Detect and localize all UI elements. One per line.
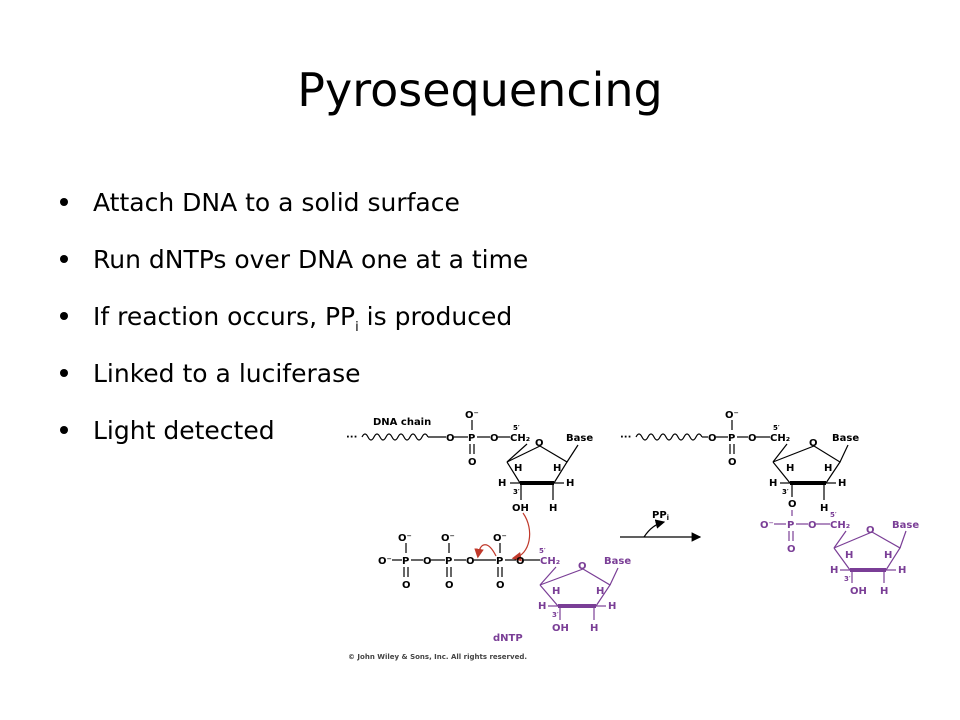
atom-label: O⁻	[465, 410, 479, 421]
dna-chain-left: ··· DNA chain O P O⁻ O O 5′ CH₂ O Base H…	[346, 410, 593, 514]
three-prime-label: 3′	[844, 575, 851, 583]
atom-label: H	[566, 478, 574, 489]
dna-chain-right: ··· O P O⁻ O O 5′ CH₂ O Base H H H H 3′ …	[620, 410, 919, 597]
atom-label: H	[838, 478, 846, 489]
ellipsis-label: ···	[346, 432, 357, 443]
atom-label: CH₂	[510, 433, 530, 444]
atom-label: O	[748, 433, 757, 444]
bullet-item: If reaction occurs, PPi is produced	[60, 288, 528, 345]
atom-label: H	[769, 478, 777, 489]
five-prime-label: 5′	[773, 424, 780, 432]
three-prime-label: 3′	[513, 488, 520, 496]
ppi-release-arrow	[643, 519, 666, 538]
ring-oxygen: O	[535, 438, 544, 449]
atom-label: O	[468, 457, 477, 468]
atom-label: O⁻	[725, 410, 739, 421]
atom-label: P	[445, 556, 452, 567]
atom-label: O⁻	[493, 533, 507, 544]
base-label: Base	[604, 556, 631, 567]
atom-label: O	[808, 520, 817, 531]
bullet-item: Linked to a luciferase	[60, 345, 528, 402]
bullet-item: Run dNTPs over DNA one at a time	[60, 231, 528, 288]
slide-title: Pyrosequencing	[297, 63, 663, 117]
ppi-label: PPi	[652, 510, 669, 522]
electron-shift-arrow	[474, 544, 497, 559]
atom-label: H	[845, 550, 853, 561]
atom-label: CH₂	[540, 556, 560, 567]
atom-label: H	[824, 463, 832, 474]
atom-label: P	[402, 556, 409, 567]
atom-label: CH₂	[770, 433, 790, 444]
reaction-arrow: PPi	[620, 510, 702, 542]
atom-label: P	[468, 433, 475, 444]
copyright-notice: © John Wiley & Sons, Inc. All rights res…	[348, 653, 527, 661]
atom-label: P	[787, 520, 794, 531]
bullet-item: Attach DNA to a solid surface	[60, 174, 528, 231]
dna-wavy-line	[361, 433, 429, 441]
three-prime-label: 3′	[552, 611, 559, 619]
atom-label: CH₂	[830, 520, 850, 531]
atom-label: H	[538, 601, 546, 612]
atom-label: H	[514, 463, 522, 474]
five-prime-label: 5′	[513, 424, 520, 432]
atom-label: O	[445, 580, 454, 591]
atom-label: O	[466, 556, 475, 567]
atom-label: H	[590, 623, 598, 634]
atom-label: O	[788, 499, 797, 510]
atom-label: O	[402, 580, 411, 591]
atom-label: H	[553, 463, 561, 474]
atom-label: O	[496, 580, 505, 591]
atom-label: O	[446, 433, 455, 444]
atom-label: O⁻	[760, 520, 774, 531]
atom-label: O	[490, 433, 499, 444]
atom-label: H	[820, 503, 828, 514]
hydroxyl-label: OH	[552, 623, 569, 634]
dna-chain-label: DNA chain	[373, 417, 431, 428]
dntp-label: dNTP	[493, 633, 523, 644]
five-prime-label: 5′	[830, 511, 837, 519]
atom-label: H	[830, 565, 838, 576]
base-label: Base	[892, 520, 919, 531]
ring-oxygen: O	[866, 525, 875, 536]
ring-oxygen: O	[578, 561, 587, 572]
three-prime-label: 3′	[782, 488, 789, 496]
ring-oxygen: O	[809, 438, 818, 449]
atom-label: O	[708, 433, 717, 444]
base-label: Base	[566, 433, 593, 444]
atom-label: O⁻	[378, 556, 392, 567]
atom-label: H	[549, 503, 557, 514]
five-prime-label: 5′	[539, 547, 546, 555]
atom-label: O⁻	[441, 533, 455, 544]
atom-label: H	[552, 586, 560, 597]
atom-label: P	[728, 433, 735, 444]
dntp-molecule: O⁻ P O⁻ O O P O⁻ O O P O⁻ O O 5′ CH₂ O	[378, 533, 631, 644]
atom-label: H	[596, 586, 604, 597]
atom-label: H	[608, 601, 616, 612]
dna-wavy-line	[635, 433, 703, 441]
atom-label: O	[423, 556, 432, 567]
hydroxyl-label: OH	[512, 503, 529, 514]
bullet-list: Attach DNA to a solid surface Run dNTPs …	[60, 174, 528, 459]
atom-label: O	[728, 457, 737, 468]
ellipsis-label: ···	[620, 432, 631, 443]
atom-label: H	[880, 586, 888, 597]
base-label: Base	[832, 433, 859, 444]
atom-label: H	[786, 463, 794, 474]
nucleophilic-attack-arrow	[511, 512, 531, 562]
atom-label: P	[496, 556, 503, 567]
atom-label: O⁻	[398, 533, 412, 544]
atom-label: H	[898, 565, 906, 576]
atom-label: O	[516, 556, 525, 567]
atom-label: H	[884, 550, 892, 561]
bullet-item: Light detected	[60, 402, 528, 459]
atom-label: O	[787, 544, 796, 555]
atom-label: H	[498, 478, 506, 489]
hydroxyl-label: OH	[850, 586, 867, 597]
